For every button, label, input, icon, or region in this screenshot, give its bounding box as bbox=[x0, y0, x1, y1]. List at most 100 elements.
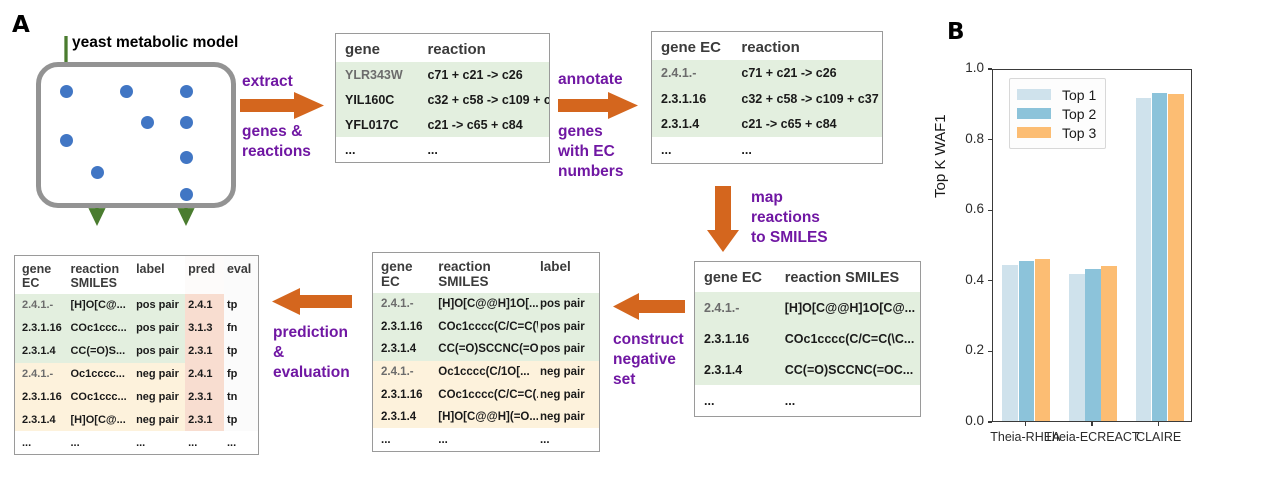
arrow-label-map-l3: to SMILES bbox=[751, 229, 828, 246]
cell-gene-ec: 2.3.1.16 bbox=[373, 383, 437, 406]
cell-label: pos pair bbox=[134, 339, 186, 363]
cell-label: ... bbox=[134, 431, 186, 454]
col-header-reaction-smiles: reaction SMILES bbox=[782, 262, 920, 292]
cell-pred: 2.4.1 bbox=[185, 362, 224, 386]
cell-gene-ec: 2.4.1.- bbox=[15, 294, 69, 317]
col-header-gene-ec: gene EC bbox=[15, 256, 69, 294]
col-header-reaction: reaction bbox=[425, 34, 549, 62]
cell-eval: tn bbox=[223, 385, 258, 409]
cell-label: pos pair bbox=[537, 293, 599, 316]
legend-item[interactable]: Top 1 bbox=[1017, 85, 1096, 104]
table-row: 2.3.1.4 CC(=O)SCCNC(=O... pos pair bbox=[373, 338, 599, 361]
orange-arrow-down-map bbox=[707, 186, 739, 252]
y-tick-mark bbox=[988, 139, 992, 141]
metabolite-node bbox=[60, 85, 73, 98]
col-header-gene-ec: gene EC bbox=[373, 253, 437, 293]
table-row: 2.4.1.- [H]O[C@@H]1O[... pos pair bbox=[373, 293, 599, 316]
table-row: 2.3.1.4 CC(=O)SCCNC(=OC... bbox=[695, 354, 920, 385]
cell-gene-ec: 2.3.1.4 bbox=[652, 111, 740, 138]
cell-gene-ec: 2.3.1.4 bbox=[695, 354, 783, 385]
cell-gene: YLR343W bbox=[336, 62, 426, 87]
cell-smiles: ... bbox=[782, 385, 920, 416]
metabolite-node bbox=[60, 134, 73, 147]
table-evaluation: gene EC reaction SMILES label pred eval … bbox=[14, 255, 259, 455]
x-tick-mark bbox=[1024, 422, 1027, 426]
arrow-label-construct-l2: negative bbox=[613, 351, 676, 368]
cell-gene-ec: 2.4.1.- bbox=[695, 292, 783, 323]
panel-a-letter: A bbox=[12, 12, 30, 38]
cell-gene-ec: ... bbox=[373, 428, 437, 451]
y-tick-label: 0.0 bbox=[965, 413, 984, 428]
cell-smiles: COc1ccc... bbox=[68, 385, 135, 409]
bar-top-2 bbox=[1085, 268, 1101, 421]
arrow-label-prediction-l1: prediction bbox=[273, 324, 348, 341]
legend-item[interactable]: Top 3 bbox=[1017, 123, 1096, 142]
cell-label: neg pair bbox=[537, 360, 599, 384]
bar-top-1 bbox=[1002, 264, 1018, 421]
cell-gene-ec: 2.4.1.- bbox=[652, 60, 740, 86]
cell-smiles: COc1cccc(C/C=C(\... bbox=[436, 315, 538, 339]
cell-smiles: Oc1cccc... bbox=[68, 362, 135, 386]
x-tick-mark bbox=[1158, 422, 1160, 426]
cell-pred: ... bbox=[185, 431, 224, 454]
cell-pred: 2.3.1 bbox=[185, 385, 224, 409]
metabolite-node bbox=[180, 85, 193, 98]
cell-eval: tp bbox=[223, 294, 258, 317]
bar-top-2 bbox=[1018, 260, 1035, 421]
cell-gene: YFL017C bbox=[336, 112, 426, 137]
cell-smiles: [H]O[C@@H](=O... bbox=[436, 405, 538, 429]
metabolite-node bbox=[141, 116, 154, 129]
y-tick-mark bbox=[988, 209, 992, 211]
cell-smiles: COc1cccc(C/C=C(... bbox=[436, 383, 538, 406]
cell-smiles: [H]O[C@@H]1O[... bbox=[436, 293, 538, 316]
y-tick-label: 0.6 bbox=[965, 201, 984, 217]
cell-gene-ec: 2.4.1.- bbox=[15, 362, 69, 386]
cell-gene-ec: ... bbox=[652, 137, 740, 163]
arrow-label-annotate-l4: numbers bbox=[558, 163, 624, 180]
legend-label: Top 2 bbox=[1062, 105, 1097, 122]
bar-top-3 bbox=[1101, 266, 1117, 421]
arrow-label-annotate-l2: genes bbox=[558, 123, 603, 140]
table-row: ... ... ... ... ... bbox=[15, 431, 258, 454]
y-tick-mark bbox=[988, 68, 992, 70]
arrow-label-construct-l1: construct bbox=[613, 331, 684, 348]
bar-top-3 bbox=[1168, 94, 1184, 421]
legend-swatch bbox=[1017, 127, 1051, 138]
table-row: 2.3.1.4 CC(=O)S... pos pair 2.3.1 tp bbox=[15, 339, 258, 363]
table-row: ... ... ... bbox=[373, 428, 599, 451]
table-ec-smiles: gene EC reaction SMILES 2.4.1.- [H]O[C@@… bbox=[694, 261, 921, 417]
col-header-reaction-smiles: reaction SMILES bbox=[436, 253, 538, 293]
y-tick-mark bbox=[988, 421, 992, 423]
table-row: ... ... bbox=[695, 385, 920, 416]
arrow-label-extract-l3: reactions bbox=[242, 143, 311, 160]
col-header-label: label bbox=[134, 256, 186, 294]
cell-smiles: CC(=O)SCCNC(=OC... bbox=[782, 354, 920, 385]
cell-pred: 2.3.1 bbox=[185, 339, 224, 363]
x-tick-mark bbox=[1091, 422, 1093, 426]
table-row: 2.3.1.4 [H]O[C@@H](=O... neg pair bbox=[373, 405, 599, 429]
cell-gene-ec: 2.3.1.4 bbox=[15, 339, 69, 363]
x-tick-label: Theia-RHEA bbox=[990, 430, 1061, 444]
table-ec-reaction: gene EC reaction 2.4.1.- c71 + c21 -> c2… bbox=[651, 31, 883, 164]
y-tick-mark bbox=[988, 280, 992, 282]
cell-gene: YIL160C bbox=[336, 87, 426, 112]
table-row: 2.3.1.16 COc1ccc... pos pair 3.1.3 fn bbox=[15, 316, 258, 340]
table-row: 2.3.1.16 COc1cccc(C/C=C(\... pos pair bbox=[373, 315, 599, 339]
cell-smiles: ... bbox=[436, 428, 538, 451]
cell-label: pos pair bbox=[134, 294, 186, 317]
legend-item[interactable]: Top 2 bbox=[1017, 104, 1096, 123]
cell-eval: ... bbox=[223, 431, 258, 454]
cell-gene: ... bbox=[336, 137, 426, 162]
col-header-eval: eval bbox=[223, 256, 258, 294]
legend-swatch bbox=[1017, 108, 1051, 119]
cell-reaction: ... bbox=[425, 137, 549, 162]
model-title: yeast metabolic model bbox=[72, 34, 239, 51]
col-header-reaction: reaction bbox=[739, 32, 882, 60]
cell-reaction: c71 + c21 -> c26 bbox=[739, 60, 882, 86]
table-row: 2.3.1.16 COc1cccc(C/C=C(... neg pair bbox=[373, 383, 599, 406]
cell-smiles: ... bbox=[68, 431, 135, 454]
table-row: 2.3.1.16 c32 + c58 -> c109 + c37 bbox=[652, 85, 882, 112]
table-row: 2.4.1.- [H]O[C@... pos pair 2.4.1 tp bbox=[15, 294, 258, 317]
cell-label: neg pair bbox=[134, 385, 186, 409]
